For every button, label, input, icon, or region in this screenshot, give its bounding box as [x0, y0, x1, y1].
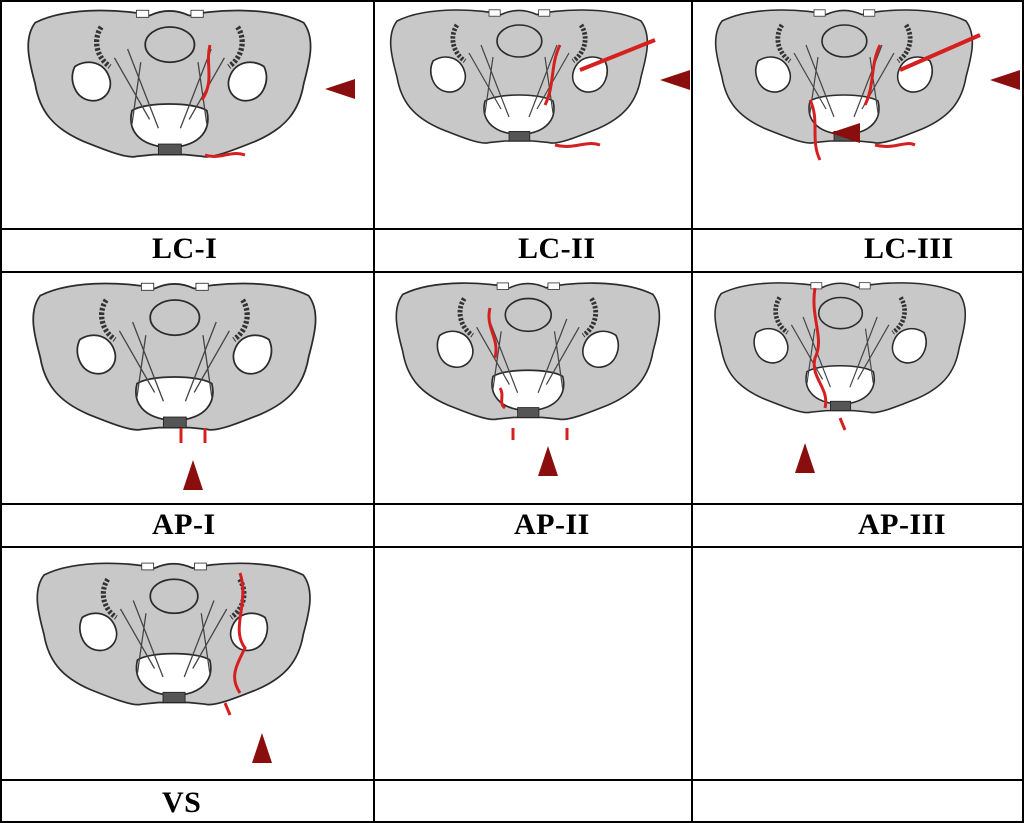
- pelvis-ap3-illustration: [700, 278, 1020, 473]
- label-ap2: AP-II: [514, 508, 590, 541]
- pelvis-ap2-illustration: [380, 278, 690, 476]
- label-lc3: LC-III: [864, 232, 954, 265]
- pelvis-vs-illustration: [30, 553, 370, 763]
- pelvis-lc1-illustration: [20, 5, 355, 225]
- diagram-lc3: [700, 5, 1020, 225]
- diagram-lc1: [20, 5, 370, 225]
- pelvis-ap1-illustration: [20, 278, 370, 490]
- label-vs: VS: [162, 786, 202, 819]
- pelvis-lc2-illustration: [380, 5, 690, 148]
- diagram-ap3: [700, 278, 1020, 500]
- diagram-ap2: [380, 278, 690, 500]
- diagram-vs: [30, 553, 370, 776]
- label-lc1: LC-I: [152, 232, 218, 265]
- label-ap1: AP-I: [152, 508, 216, 541]
- label-ap3: AP-III: [858, 508, 947, 541]
- label-lc2: LC-II: [518, 232, 596, 265]
- pelvis-lc3-illustration: [700, 5, 1020, 161]
- diagram-lc2: [380, 5, 690, 225]
- diagram-ap1: [20, 278, 370, 500]
